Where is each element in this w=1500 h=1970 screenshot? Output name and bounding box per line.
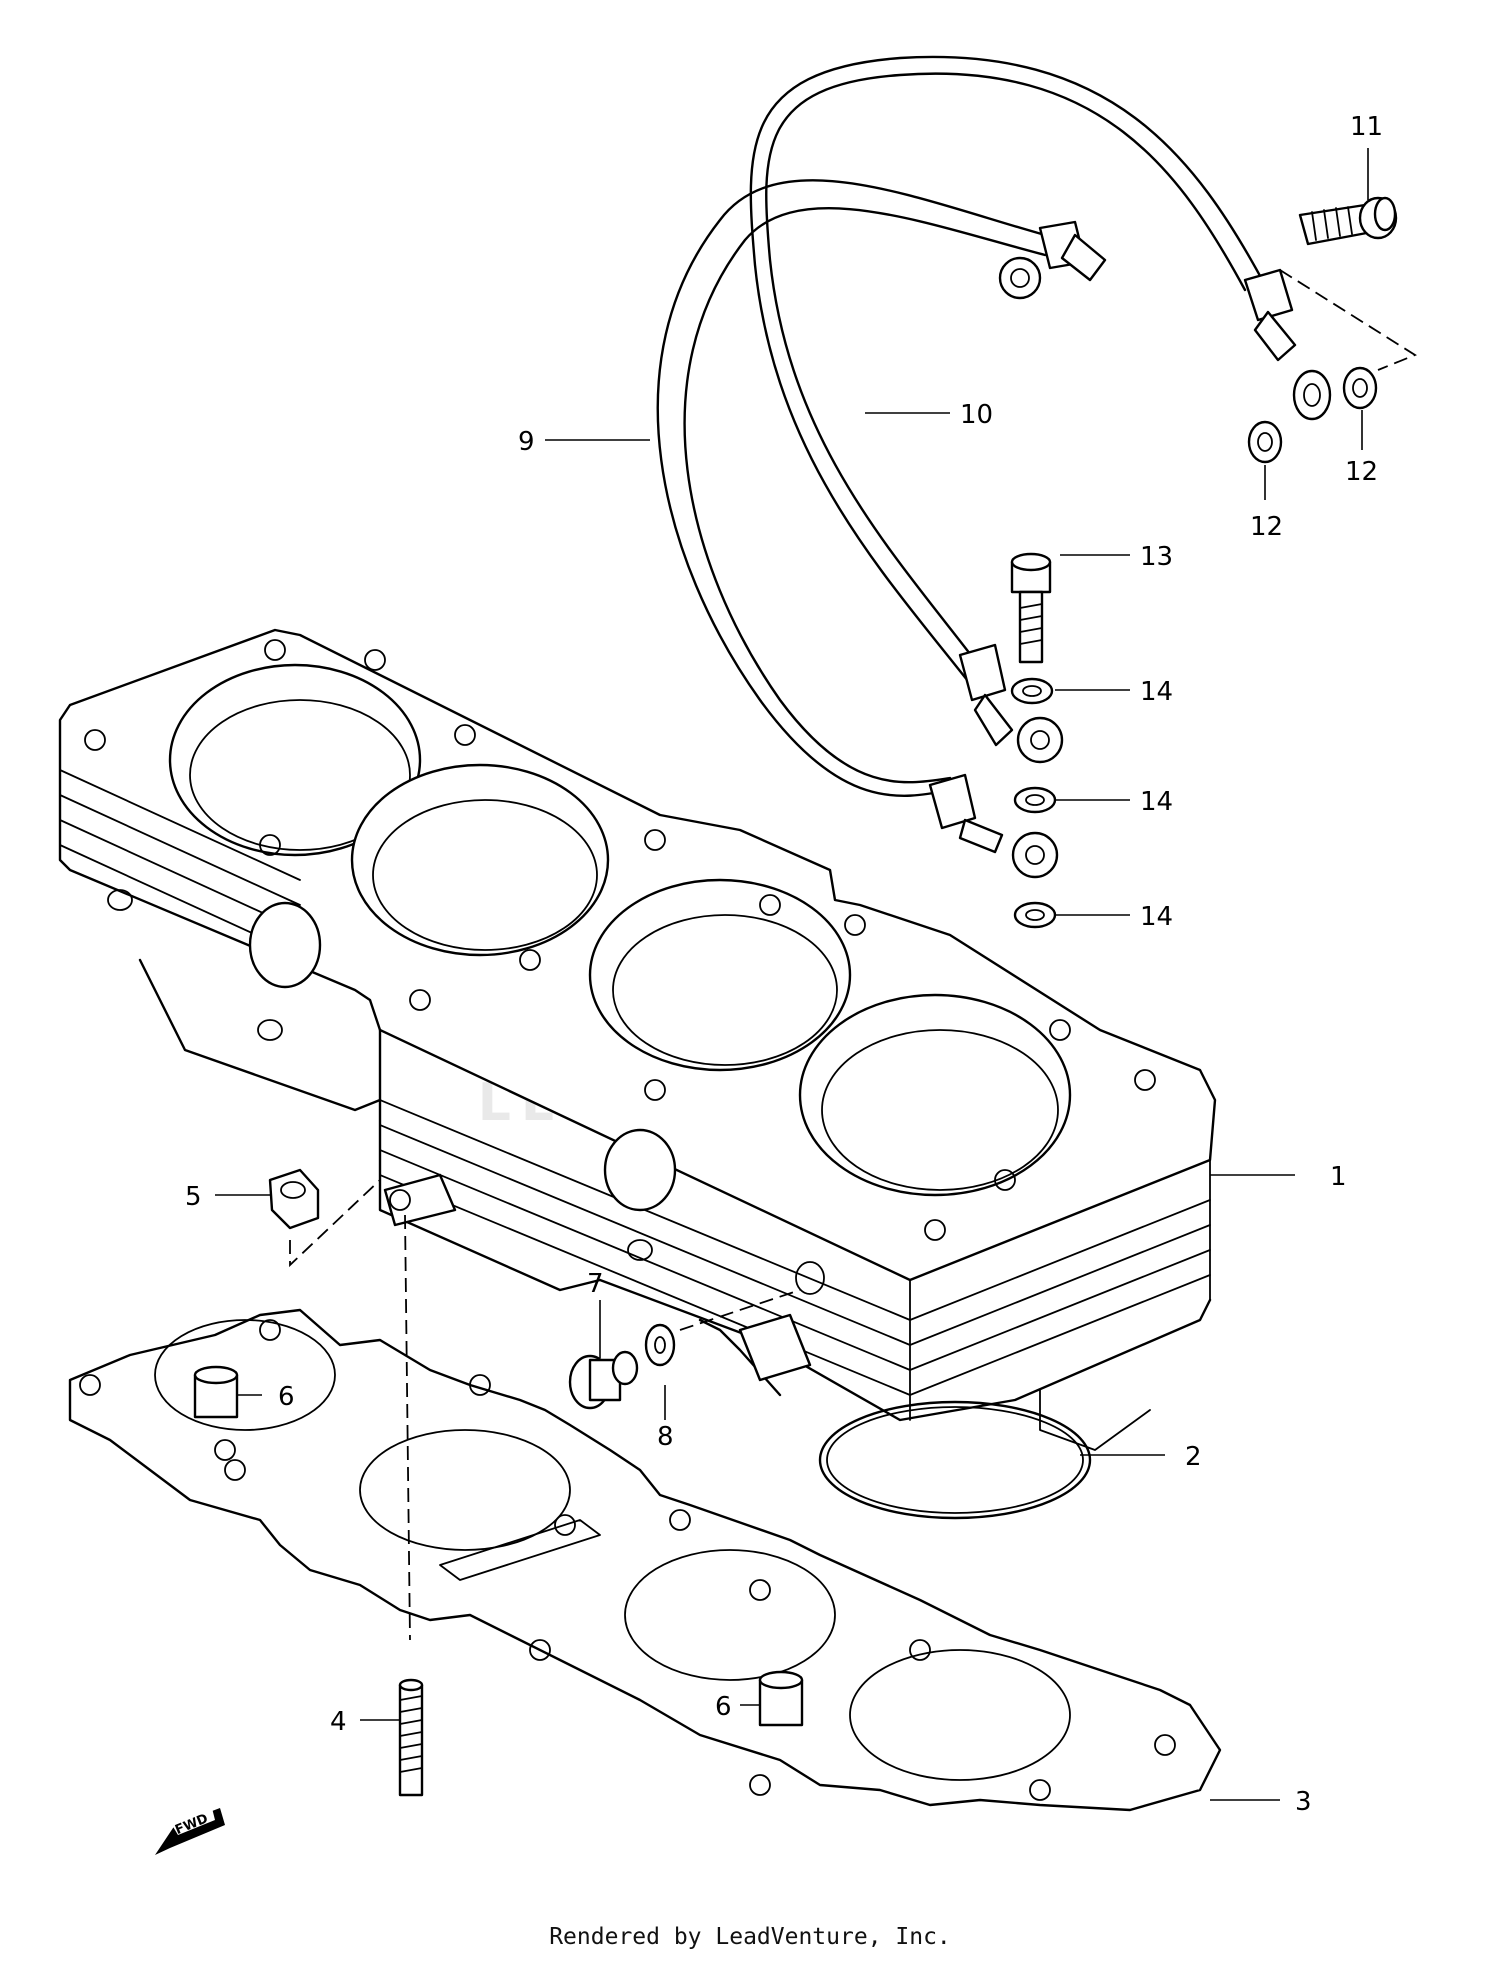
callout-14a: 14 (1140, 677, 1173, 707)
callout-11: 11 (1350, 112, 1383, 142)
callout-6b: 6 (715, 1692, 732, 1722)
callout-6a: 6 (278, 1382, 295, 1412)
stud-bolt-4[interactable] (398, 1678, 424, 1797)
callout-14c: 14 (1140, 902, 1173, 932)
banjo-bolt-13[interactable] (1010, 552, 1052, 664)
dowel-pin-6a[interactable] (193, 1365, 239, 1419)
callout-13: 13 (1140, 542, 1173, 572)
bore-3 (588, 878, 852, 1072)
leader-lines (215, 148, 1369, 1801)
bore-2 (350, 763, 610, 957)
callout-9: 9 (518, 427, 535, 457)
callout-8: 8 (657, 1422, 674, 1452)
callout-12b: 12 (1345, 457, 1378, 487)
callout-10: 10 (960, 400, 993, 430)
fwd-arrow-icon: FWD (155, 1808, 225, 1855)
plug-bolt-7[interactable] (568, 1350, 639, 1410)
callout-7: 7 (587, 1269, 604, 1299)
crush-washer-12b[interactable] (1342, 366, 1378, 410)
callout-4: 4 (330, 1707, 347, 1737)
washer-8[interactable] (644, 1323, 676, 1367)
callout-5: 5 (185, 1182, 202, 1212)
brake-hose-10[interactable] (749, 55, 1332, 879)
crush-washer-12a[interactable] (1247, 420, 1283, 464)
port-right (603, 1128, 677, 1212)
base-gasket-3[interactable] (68, 1308, 1222, 1812)
crush-washer-14c[interactable] (1013, 901, 1057, 929)
bore-4 (798, 993, 1072, 1197)
port-left (248, 901, 322, 989)
crush-washer-14a[interactable] (1010, 677, 1054, 705)
callout-2: 2 (1185, 1442, 1202, 1472)
deck-stud-holes (84, 639, 1156, 1241)
crush-washer-14b[interactable] (1013, 786, 1057, 814)
callout-14b: 14 (1140, 787, 1173, 817)
callout-3: 3 (1295, 1787, 1312, 1817)
nut-alignment-line (289, 1179, 381, 1268)
banjo-bolt-11[interactable] (1298, 196, 1398, 246)
dowel-pin-6b[interactable] (758, 1670, 804, 1727)
plug-alignment-line (679, 1289, 801, 1331)
callout-labels: 1 2 3 4 5 6 6 7 8 9 10 11 12 12 13 14 14… (185, 112, 1383, 1817)
render-credit: Rendered by LeadVenture, Inc. (549, 1924, 951, 1950)
callout-1: 1 (1330, 1162, 1347, 1192)
nut-5[interactable] (268, 1168, 320, 1230)
brake-hose-9[interactable] (656, 179, 1107, 797)
gasket-bolt-holes (79, 1319, 1176, 1801)
bore-1 (168, 663, 422, 857)
o-ring-2[interactable] (818, 1400, 1092, 1520)
cylinder-block-1[interactable] (58, 628, 1217, 1451)
callout-12a: 12 (1250, 512, 1283, 542)
stud-alignment-line (404, 1214, 411, 1641)
bolt-11-alignment-line (1279, 269, 1417, 371)
